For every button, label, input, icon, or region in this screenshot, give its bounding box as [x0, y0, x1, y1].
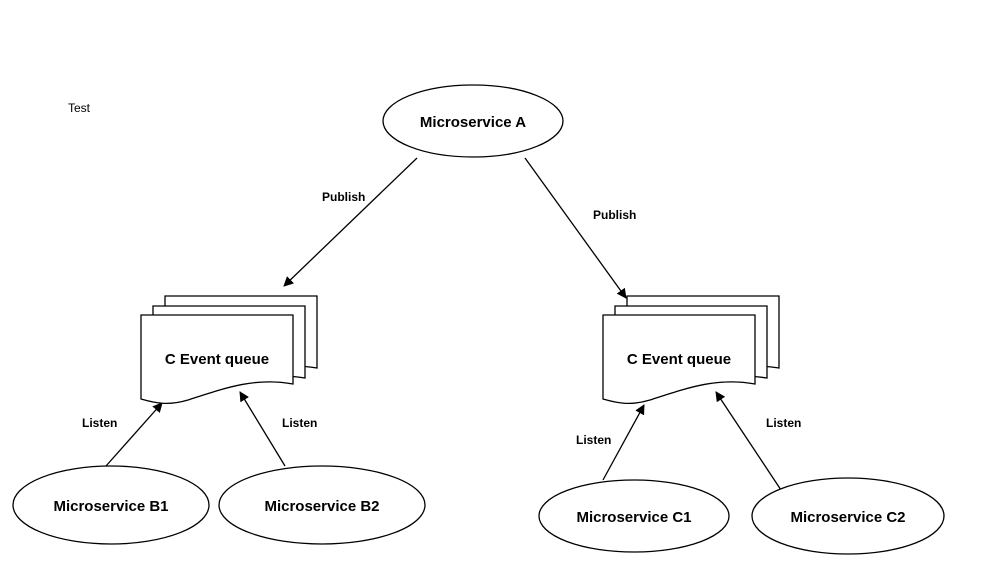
edge-b2-to-left-queue [239, 391, 286, 467]
node-label-microservice-c2: Microservice C2 [790, 509, 905, 526]
node-label-microservice-b1: Microservice B1 [53, 498, 168, 515]
edge-c1-to-right-queue [602, 404, 645, 481]
caption-text: Test [68, 101, 91, 115]
node-queue-left: C Event queue [140, 295, 318, 405]
edge-label-listen-b2: Listen [282, 416, 317, 430]
node-microservice-c2: Microservice C2 [751, 477, 945, 555]
node-microservice-a: Microservice A [382, 84, 564, 158]
node-label-microservice-b2: Microservice B2 [264, 498, 379, 515]
node-label-queue-left: C Event queue [165, 351, 269, 368]
edge-label-listen-b1: Listen [82, 416, 117, 430]
edge-a-to-right-queue [524, 157, 627, 299]
node-label-microservice-a: Microservice A [420, 114, 526, 131]
node-queue-right: C Event queue [602, 295, 780, 405]
edge-label-publish-right: Publish [593, 208, 636, 222]
edge-b1-to-left-queue [105, 402, 163, 467]
node-microservice-c1: Microservice C1 [538, 479, 730, 553]
edge-a-to-left-queue [283, 157, 418, 287]
node-microservice-b1: Microservice B1 [12, 465, 210, 545]
node-label-microservice-c1: Microservice C1 [576, 509, 691, 526]
edge-label-publish-left: Publish [322, 190, 365, 204]
edge-c2-to-right-queue [715, 391, 782, 491]
node-microservice-b2: Microservice B2 [218, 465, 426, 545]
node-label-queue-right: C Event queue [627, 351, 731, 368]
edge-label-listen-c2: Listen [766, 416, 801, 430]
edge-label-listen-c1: Listen [576, 433, 611, 447]
